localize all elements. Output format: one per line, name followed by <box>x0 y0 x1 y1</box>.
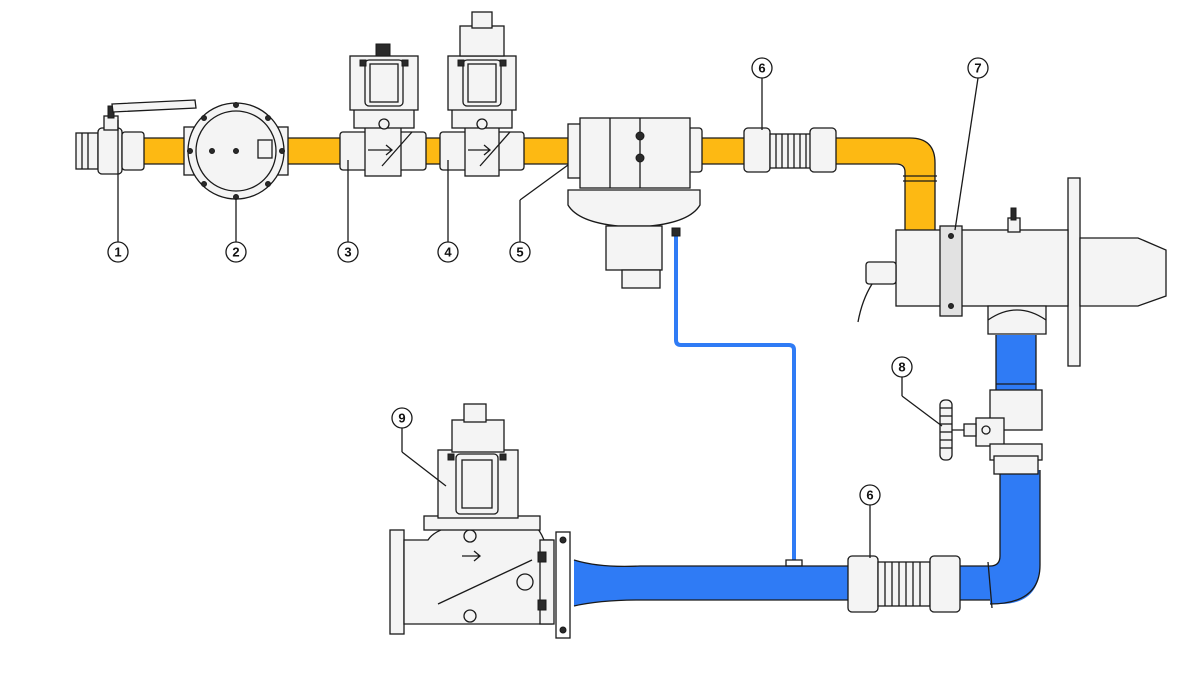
gas-filter <box>183 102 289 200</box>
solenoid-connector <box>463 403 487 423</box>
gas-pipe-segment <box>835 138 907 164</box>
air-butterfly-valve <box>939 389 1043 475</box>
solenoid-connector <box>471 11 493 29</box>
flexible-hose-air <box>847 555 961 613</box>
lever-handle-icon <box>111 99 197 113</box>
flow-arrow-icon <box>462 550 482 562</box>
callout-label: 2 <box>232 245 239 260</box>
flow-arrow-icon <box>368 144 394 156</box>
ignition-connector <box>865 261 897 285</box>
gas-pipe-segment <box>905 176 935 232</box>
flexible-hose-gas <box>743 127 837 173</box>
callout-7: 7 <box>967 57 989 79</box>
air-valve-body <box>403 519 553 625</box>
flow-arrow-icon <box>468 144 492 156</box>
callout-6-gas: 6 <box>751 57 773 79</box>
burner <box>857 177 1167 367</box>
pressure-regulator <box>567 117 703 289</box>
callout-label: 9 <box>398 411 405 426</box>
solenoid-connector <box>375 43 391 57</box>
gas-pipe-elbow <box>896 138 935 180</box>
ball-valve-nut <box>121 131 145 171</box>
callout-6-air: 6 <box>859 484 881 506</box>
callout-label: 6 <box>866 488 873 503</box>
solenoid-actuator <box>459 25 505 57</box>
callout-4: 4 <box>437 241 459 263</box>
gas-pipe-segment <box>518 138 573 164</box>
handwheel-icon <box>939 399 953 461</box>
burner-flange <box>939 225 963 317</box>
regulator-diaphragm <box>567 189 701 227</box>
callout-1: 1 <box>107 241 129 263</box>
callout-label: 7 <box>974 61 981 76</box>
callout-9: 9 <box>391 407 413 429</box>
callouts <box>117 77 979 558</box>
gas-pipe-outlines <box>140 137 937 232</box>
burner-nozzle <box>1079 237 1167 307</box>
gas-pipe-segment <box>140 138 190 164</box>
callout-label: 3 <box>344 245 351 260</box>
air-pipe-flange <box>555 531 571 639</box>
callout-label: 6 <box>758 61 765 76</box>
callout-label: 4 <box>444 245 452 260</box>
air-valve-flange <box>389 529 405 635</box>
impulse-line <box>674 236 796 560</box>
burner-body <box>895 229 1069 307</box>
solenoid-valve-b <box>439 11 525 177</box>
callout-3: 3 <box>337 241 359 263</box>
callout-label: 5 <box>516 245 523 260</box>
solenoid-actuator <box>451 419 505 453</box>
callout-8: 8 <box>891 356 913 378</box>
air-pipe-elbow <box>990 470 1040 604</box>
burner-mounting-flange <box>1067 177 1081 367</box>
gas-pipe-segment <box>698 138 746 164</box>
callout-label: 8 <box>898 360 905 375</box>
ball-valve-inlet <box>75 132 99 170</box>
air-pipe-main <box>574 560 850 606</box>
regulator-spring-housing <box>605 225 663 271</box>
solenoid-valve-a <box>339 43 427 177</box>
air-pipe-segment <box>996 335 1036 393</box>
callout-5: 5 <box>509 241 531 263</box>
air-solenoid-valve <box>389 403 571 639</box>
gas-filter-indicator <box>257 139 273 159</box>
ball-valve <box>75 99 197 175</box>
gas-pipe <box>140 138 935 232</box>
callout-2: 2 <box>225 241 247 263</box>
callout-label: 1 <box>114 245 121 260</box>
gas-pipe-segment <box>285 138 345 164</box>
